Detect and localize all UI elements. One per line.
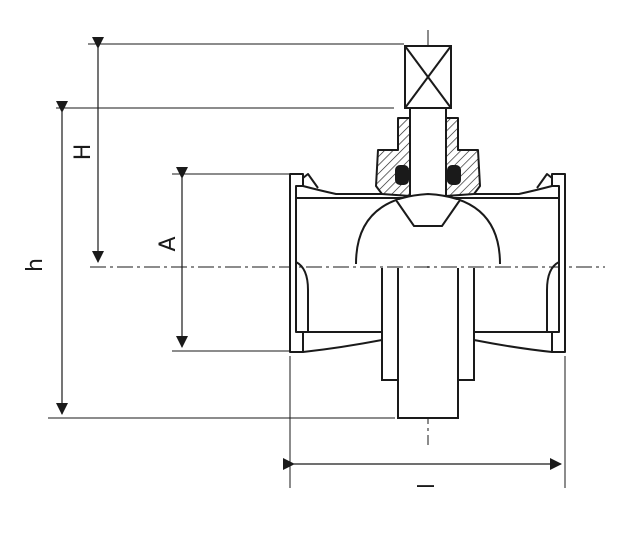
dimension-A: A xyxy=(156,167,188,348)
dimension-l: l xyxy=(283,458,562,489)
label-H: H xyxy=(71,144,96,161)
valve-plug xyxy=(355,192,501,419)
extension-lines xyxy=(48,43,566,488)
dimension-h: h xyxy=(23,101,68,415)
label-l: l xyxy=(415,483,440,489)
label-h: h xyxy=(23,258,48,272)
dimension-H: H xyxy=(71,37,104,263)
label-A: A xyxy=(156,236,181,251)
valve-stem xyxy=(404,45,452,199)
